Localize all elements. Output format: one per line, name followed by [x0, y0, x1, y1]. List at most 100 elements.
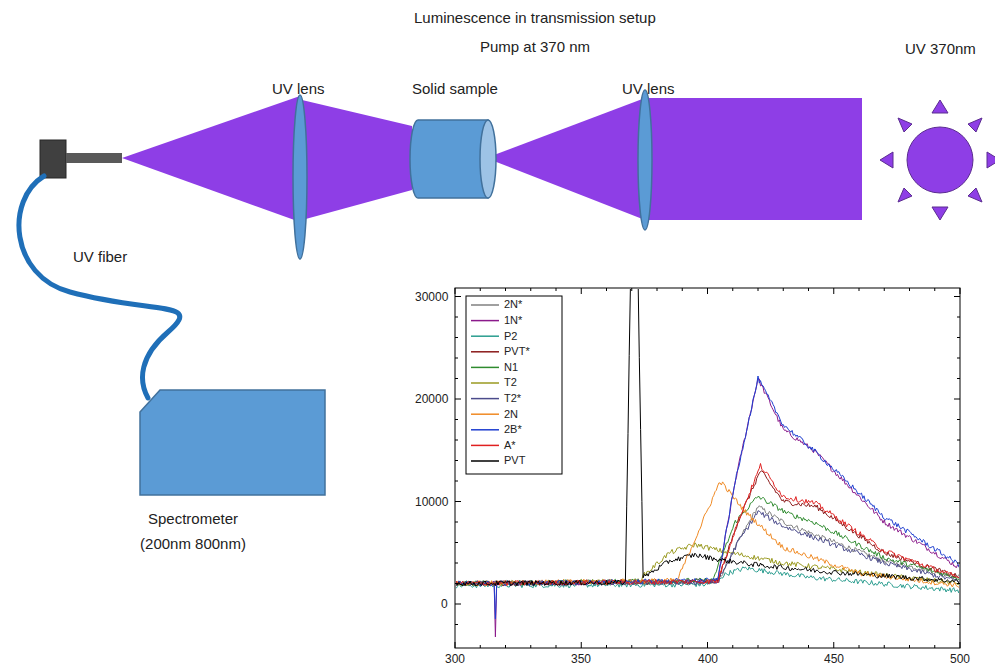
tick [957, 337, 960, 338]
tick [505, 645, 506, 648]
part-label: UV fiber [73, 248, 127, 266]
legend-text: 2N [504, 408, 518, 421]
node-text: UV lens [272, 76, 325, 101]
tick-label: 400 [698, 652, 718, 666]
uv-source [880, 100, 995, 220]
spectrum-curve [456, 506, 959, 586]
tick [530, 645, 531, 648]
tick [859, 645, 860, 648]
beam-cone [122, 96, 300, 222]
beam-collimated [645, 98, 862, 220]
tick-label: 350 [571, 652, 591, 666]
tick [884, 288, 885, 291]
tick [783, 645, 784, 648]
tick [707, 288, 708, 294]
tick [909, 288, 910, 291]
tick [657, 645, 658, 648]
source-label-node: UV 370nm [905, 36, 976, 61]
uv-lens [638, 90, 652, 230]
tick-label: 10000 [415, 495, 448, 509]
tick [556, 288, 557, 291]
legend-text: T2* [504, 392, 521, 405]
tick [833, 288, 834, 294]
tick [957, 378, 960, 379]
spectrometer-node: Spectrometer (200nm 800nm) [133, 506, 253, 556]
legend-text: A* [504, 439, 516, 452]
legend-sample [471, 351, 499, 353]
tick [808, 645, 809, 648]
legend-sample [471, 398, 499, 400]
sample-face [480, 120, 496, 198]
tick [957, 624, 960, 625]
probe-tip [66, 153, 122, 163]
diagram-title: Luminescence in transmission setup [414, 9, 656, 27]
tick [957, 460, 960, 461]
tick [957, 481, 960, 482]
tick [884, 645, 885, 648]
tick [957, 358, 960, 359]
tick [505, 288, 506, 291]
tick [455, 583, 458, 584]
tick [455, 542, 458, 543]
plot-area [455, 288, 960, 648]
uv-fiber [19, 176, 180, 398]
tick [960, 288, 961, 294]
tick [606, 645, 607, 648]
legend-sample [471, 367, 499, 369]
tick [455, 522, 458, 523]
tick [530, 288, 531, 291]
tick [455, 399, 461, 400]
tick-label: 300 [445, 652, 465, 666]
tick [833, 642, 834, 648]
tick [732, 288, 733, 291]
spectrum-curve [456, 464, 959, 586]
tick-label: 450 [824, 652, 844, 666]
axis-ticks [455, 288, 960, 648]
tick [957, 419, 960, 420]
tick-label: 20000 [415, 392, 448, 406]
tick [455, 604, 461, 605]
spectrum-curve [456, 482, 959, 587]
sample-cylinder [410, 120, 488, 198]
spectrometer-box [140, 390, 325, 495]
tick [707, 642, 708, 648]
tick [455, 563, 458, 564]
legend-text: 1N* [504, 314, 522, 327]
legend-sample [471, 304, 499, 306]
legend-sample [471, 429, 499, 431]
tick [909, 645, 910, 648]
fiber-probe [40, 140, 66, 178]
legend-sample [471, 320, 499, 322]
tick [934, 288, 935, 291]
tick [783, 288, 784, 291]
uv-lens [293, 95, 307, 259]
tick [556, 645, 557, 648]
spectra [456, 289, 959, 637]
tick-label: 0 [441, 597, 448, 611]
lens-label-node: UV lens [272, 76, 325, 101]
legend-sample [471, 382, 499, 384]
legend-text: N1 [504, 361, 518, 374]
tick [455, 358, 458, 359]
tick [480, 645, 481, 648]
tick [957, 542, 960, 543]
tick [455, 624, 458, 625]
sample-label-node: Solid sample [412, 76, 498, 101]
tick [682, 288, 683, 291]
tick [957, 317, 960, 318]
legend-box [466, 296, 562, 474]
node-text: Solid sample [412, 76, 498, 101]
legend-sample [471, 335, 499, 337]
annotation: Pump at 370 nm [480, 38, 590, 56]
legend-sample [471, 445, 499, 447]
legend-samples [471, 305, 499, 461]
tick-label: 500 [950, 652, 970, 666]
beam-cone [486, 98, 645, 220]
tick [581, 642, 582, 648]
tick [455, 419, 458, 420]
tick [455, 288, 456, 294]
tick [954, 501, 960, 502]
tick [758, 288, 759, 291]
tick [455, 337, 458, 338]
